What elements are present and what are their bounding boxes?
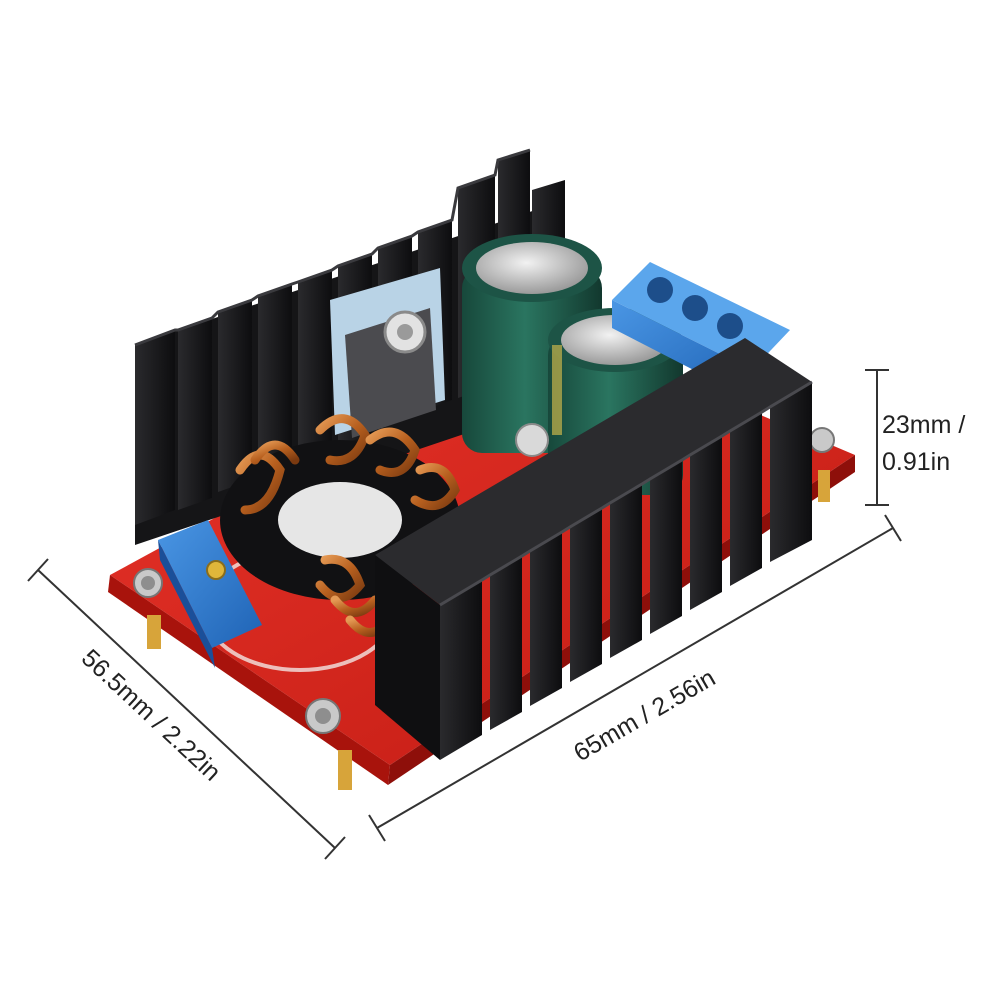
heatsink-icon: [375, 338, 813, 760]
trimmer-potentiometer-icon: [158, 520, 262, 668]
height-in-label: 0.91in: [882, 448, 950, 476]
mosfet-icon: [330, 268, 445, 438]
height-dimension-line: [865, 369, 889, 506]
height-mm-label: 23mm /: [882, 411, 965, 439]
width-dimension-line: [368, 514, 902, 842]
width-label: 65mm / 2.56in: [569, 664, 720, 767]
depth-label: 56.5mm / 2.22in: [76, 644, 226, 787]
depth-dimension-line: [27, 558, 346, 860]
